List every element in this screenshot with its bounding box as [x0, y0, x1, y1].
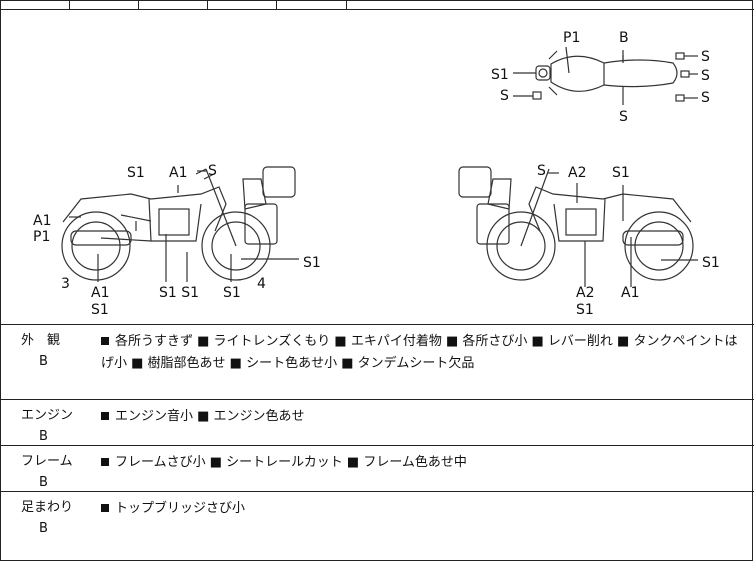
section-notes-text: トップブリッジさび小 [115, 501, 246, 516]
bullet-square-icon [101, 412, 109, 420]
bullet-square-icon [101, 337, 109, 345]
section-notes: トップブリッジさび小 [101, 498, 746, 520]
section-name: 外 観 [21, 333, 61, 348]
label-s1s1-left: S1 S1 [159, 285, 200, 301]
label-a1-left-bottom: A1 [91, 285, 110, 301]
bullet-square-icon [101, 504, 109, 512]
label-s1-top: S1 [491, 67, 509, 83]
motorcycle-drawings [61, 46, 698, 287]
label-s1-right-bottom: S1 [576, 302, 594, 318]
section-grade: B [39, 475, 48, 490]
label-a1-right-bottom: A1 [621, 285, 640, 301]
label-b-top: B [619, 30, 629, 46]
label-s1-right-top: S1 [612, 165, 630, 181]
label-3: 3 [61, 276, 70, 292]
section-frame: フレーム B フレームさび小 ■ シートレールカット ■ フレーム色あせ中 [1, 445, 754, 491]
header-row-cut [1, 1, 754, 10]
section-notes: エンジン音小 ■ エンジン色あせ [101, 406, 746, 428]
label-s-bottom-top: S [619, 109, 628, 125]
section-engine: エンジン B エンジン音小 ■ エンジン色あせ [1, 399, 754, 445]
label-a2-right-top: A2 [568, 165, 587, 181]
section-grade: B [39, 521, 48, 536]
label-s1-left-mid: S1 [223, 285, 241, 301]
section-notes-text: フレームさび小 ■ シートレールカット ■ フレーム色あせ中 [115, 455, 467, 470]
section-name: エンジン [21, 408, 74, 423]
section-grade: B [39, 354, 48, 369]
section-notes-text: 各所うすきず ■ ライトレンズくもり ■ エキパイ付着物 ■ 各所さび小 ■ レ… [101, 334, 738, 371]
label-p1-rear: P1 [33, 229, 51, 245]
label-s-right-top: S [537, 163, 546, 179]
label-s1-left-top: S1 [127, 165, 145, 181]
label-a1-rear: A1 [33, 213, 52, 229]
label-s-r3-top: S [701, 90, 710, 106]
top-view-motorcycle [513, 46, 698, 105]
label-s-r2-top: S [701, 68, 710, 84]
bullet-square-icon [101, 458, 109, 466]
section-notes-text: エンジン音小 ■ エンジン色あせ [115, 409, 305, 424]
section-name: 足まわり [21, 500, 74, 515]
label-s1-left-right: S1 [303, 255, 321, 271]
section-name: フレーム [21, 454, 73, 469]
section-grade: B [39, 429, 48, 444]
section-exterior: 外 観 B 各所うすきず ■ ライトレンズくもり ■ エキパイ付着物 ■ 各所さ… [1, 324, 754, 399]
section-notes: 各所うすきず ■ ライトレンズくもり ■ エキパイ付着物 ■ 各所さび小 ■ レ… [101, 331, 746, 375]
label-4: 4 [257, 276, 266, 292]
label-s-left-top: S [500, 88, 509, 104]
section-notes: フレームさび小 ■ シートレールカット ■ フレーム色あせ中 [101, 452, 746, 474]
label-a1-left-top: A1 [169, 165, 188, 181]
label-s1-left-bottom: S1 [91, 302, 109, 318]
section-suspension: 足まわり B トップブリッジさび小 [1, 491, 754, 562]
right-view-motorcycle [458, 166, 698, 287]
label-p1-top: P1 [563, 30, 581, 46]
label-s-left-top: S [208, 163, 217, 179]
label-a2-right-bottom: A2 [576, 285, 595, 301]
left-view-motorcycle [61, 166, 299, 282]
label-s-r1-top: S [701, 49, 710, 65]
label-s1-right-right: S1 [702, 255, 720, 271]
vehicle-diagram: P1 B S1 S S S S S S1 A1 S A1 P1 S1 3 A1 … [1, 9, 754, 324]
